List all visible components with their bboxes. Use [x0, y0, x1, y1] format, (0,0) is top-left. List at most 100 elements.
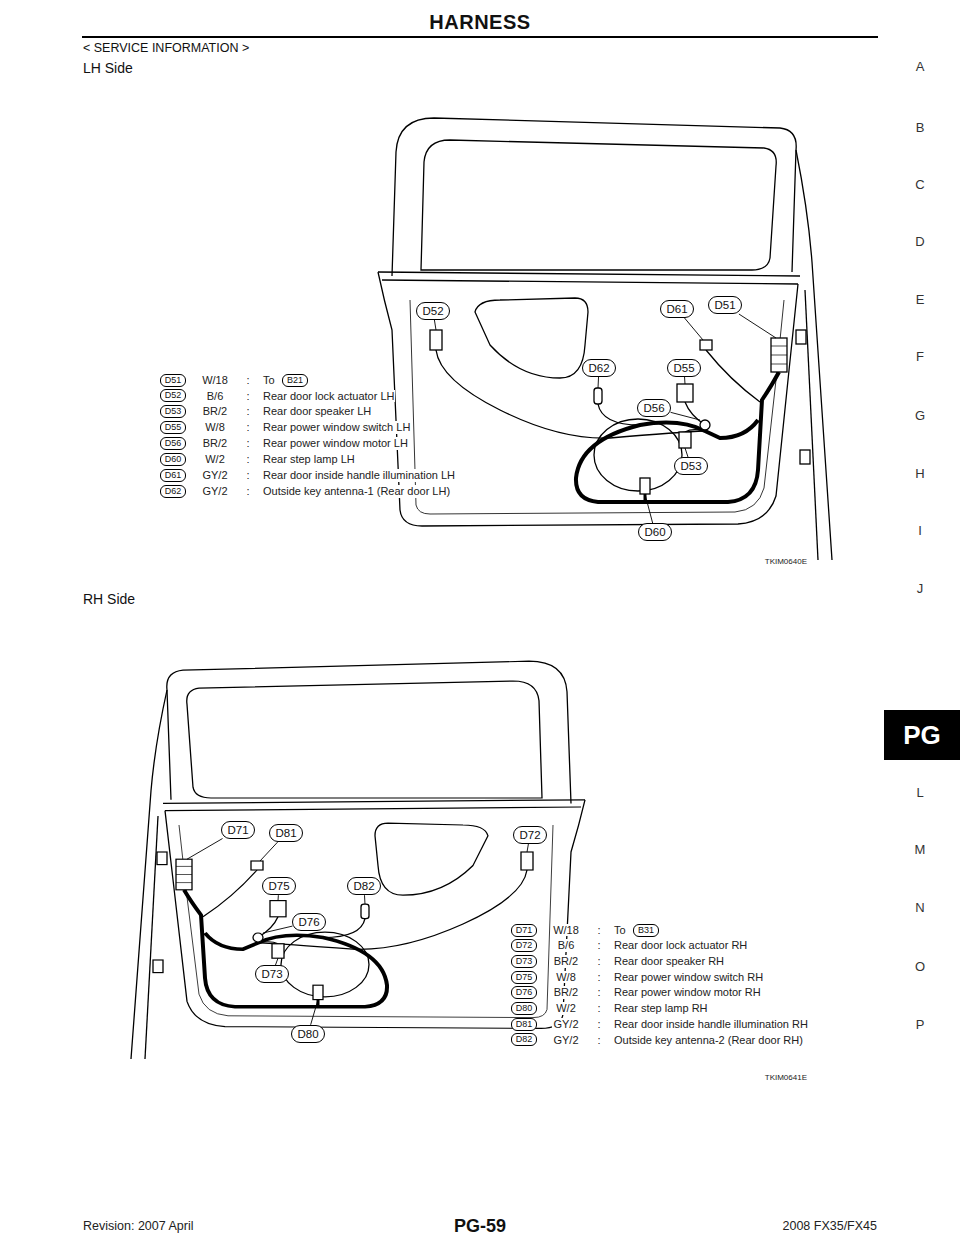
node-text: D75	[516, 972, 533, 983]
wire-color-code: B/6	[206, 390, 225, 403]
body-line	[796, 150, 832, 560]
figure-code: TKIM0640E	[764, 557, 808, 566]
node-text: PG	[903, 720, 941, 751]
section-letter: G	[914, 409, 926, 424]
connector-callout: D55	[667, 359, 700, 377]
connector-description: Outside key antenna-2 (Rear door RH)	[613, 1034, 804, 1047]
node-text: D55	[673, 361, 694, 375]
separator: :	[245, 469, 250, 482]
separator: :	[596, 1034, 601, 1047]
leader-line	[434, 320, 436, 330]
separator: :	[596, 939, 601, 952]
node-text: D56	[165, 438, 182, 449]
page-number: PG-59	[453, 1216, 507, 1237]
connector-ridges	[771, 346, 787, 364]
section-letter: F	[915, 350, 925, 365]
connector-description: Rear door speaker RH	[613, 955, 725, 968]
connector-id: D52	[160, 389, 187, 402]
node-text: D53	[680, 459, 701, 473]
body-line	[805, 290, 818, 560]
connector-callout: D73	[255, 965, 288, 983]
node-text: D75	[268, 879, 289, 893]
leader-line	[598, 377, 600, 388]
node-text: D76	[298, 915, 319, 929]
node-text: B21	[287, 375, 303, 386]
wire-color-code: W/2	[555, 1002, 577, 1015]
connector-description: Rear door lock actuator RH	[613, 939, 748, 952]
separator: :	[596, 971, 601, 984]
connector-description: Rear door lock actuator LH	[262, 390, 395, 403]
window-frame	[392, 118, 796, 276]
header-rule	[82, 36, 878, 38]
connector-description: Rear step lamp LH	[262, 453, 356, 466]
hinge	[800, 450, 810, 464]
connector-id: D76	[511, 986, 538, 999]
separator: :	[245, 421, 250, 434]
belt-line	[382, 280, 798, 284]
node-text: D60	[644, 525, 665, 539]
node-text: D82	[353, 879, 374, 893]
node-text: B31	[638, 925, 654, 936]
separator: :	[596, 1018, 601, 1031]
node-text: D62	[165, 486, 182, 497]
separator: :	[596, 1002, 601, 1015]
leader-line	[645, 494, 653, 523]
model-note: 2008 FX35/FX45	[781, 1219, 878, 1233]
leader-line	[263, 926, 292, 933]
connector-id: D56	[160, 437, 187, 450]
node-text: D56	[643, 401, 664, 415]
node-text: D53	[165, 406, 182, 417]
connector	[430, 330, 442, 350]
speaker-ring	[594, 419, 682, 491]
wire-color-code: BR/2	[202, 405, 228, 418]
leader-line	[684, 377, 685, 384]
node-text: D81	[516, 1019, 533, 1030]
wire	[436, 350, 705, 438]
connector-id: D72	[511, 939, 538, 952]
rear-door-rh	[131, 661, 585, 1059]
connector	[679, 432, 691, 448]
node-text: D62	[588, 361, 609, 375]
connector	[771, 338, 787, 372]
leader-line	[739, 314, 776, 338]
connector-callout: D81	[269, 824, 302, 842]
door-inner-edge	[410, 300, 784, 514]
connector-description: Rear step lamp RH	[613, 1002, 709, 1015]
section-letter: E	[915, 293, 926, 308]
leader-line	[527, 844, 528, 852]
node-text: D71	[516, 925, 533, 936]
separator: :	[245, 437, 250, 450]
connector-description: Rear power window switch RH	[613, 971, 764, 984]
node-text: D80	[297, 1027, 318, 1041]
connector-description: Rear door speaker LH	[262, 405, 372, 418]
section-heading: RH Side	[82, 591, 136, 607]
node-text: D60	[165, 454, 182, 465]
antenna	[594, 388, 602, 404]
connector-callout: D61	[660, 300, 693, 318]
wire-color-code: W/8	[204, 421, 226, 434]
leader-line	[275, 958, 278, 965]
wire-color-code: W/8	[555, 971, 577, 984]
separator: :	[596, 955, 601, 968]
connector-id: D73	[511, 955, 538, 968]
section-letter: M	[914, 843, 927, 858]
section-tab: PG	[884, 710, 960, 760]
node-text: D55	[165, 422, 182, 433]
connector-id: D80	[511, 1002, 538, 1015]
hinge	[796, 330, 806, 344]
main-harness	[576, 372, 779, 502]
node-text: D73	[261, 967, 282, 981]
node-text: D73	[516, 956, 533, 967]
node-text: D52	[165, 390, 182, 401]
connector-callout: D62	[582, 359, 615, 377]
leader-line	[187, 839, 223, 860]
separator: :	[245, 485, 250, 498]
section-letter: A	[915, 60, 926, 75]
wire-color-code: W/18	[201, 374, 229, 387]
connector-callout: D53	[674, 457, 707, 475]
connector	[700, 420, 710, 430]
wire-color-code: B/6	[557, 939, 576, 952]
page-title: HARNESS	[428, 11, 531, 34]
